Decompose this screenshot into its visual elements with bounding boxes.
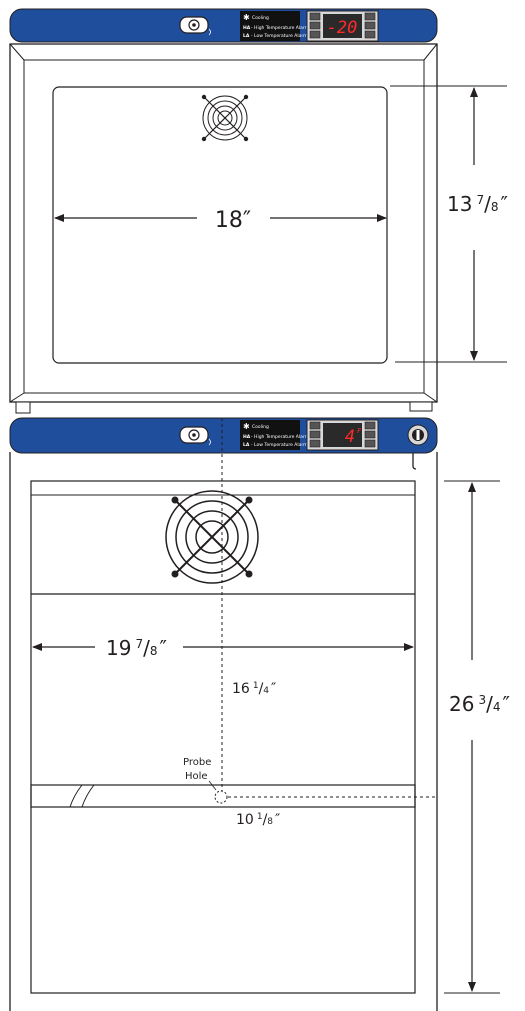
shelf-break-mark xyxy=(69,784,95,808)
top-bevel-right xyxy=(423,43,438,61)
legend-ha: HA xyxy=(243,25,251,31)
fan-grille-icon xyxy=(165,490,259,584)
bottom-thermostat-buttons-left[interactable] xyxy=(309,421,321,448)
power-button-icon[interactable] xyxy=(179,16,211,36)
legend-la-text: - Low Temperature Alarm xyxy=(251,33,308,39)
top-width-dimension: 18″ xyxy=(215,208,251,233)
top-bevel-left xyxy=(9,43,25,61)
probe-hole xyxy=(214,790,228,804)
legend-la: LA xyxy=(243,33,250,39)
door-handle xyxy=(412,453,417,470)
probe-leader xyxy=(208,780,217,791)
bottom-thermostat-screen xyxy=(323,423,362,447)
top-bevel-bl xyxy=(9,392,25,403)
probe-label-line1: Probe xyxy=(183,757,211,768)
bottom-interior xyxy=(30,480,416,994)
top-thermostat-buttons-right[interactable] xyxy=(364,12,376,39)
key-lock-icon[interactable] xyxy=(407,424,429,446)
bottom-legend-box xyxy=(240,420,300,450)
legend-ha-text: - High Temperature Alarm xyxy=(251,434,309,440)
top-legend-box xyxy=(240,11,300,41)
legend-cooling: Cooling xyxy=(252,15,269,21)
bottom-thermostat-buttons-right[interactable] xyxy=(364,421,376,448)
top-thermostat-screen xyxy=(323,14,362,38)
top-display-value: -20 xyxy=(327,18,358,38)
top-cabinet-outline xyxy=(9,43,438,403)
top-unit: ✱ Cooling HA - High Temperature Alarm LA… xyxy=(9,8,508,414)
snowflake-icon: ✱ xyxy=(243,422,250,431)
bottom-display-unit: F xyxy=(357,427,362,435)
snowflake-icon: ✱ xyxy=(243,13,250,22)
top-foot-right xyxy=(409,401,433,412)
top-thermostat-buttons-left[interactable] xyxy=(309,12,321,39)
top-cabinet-inner xyxy=(23,59,425,394)
bottom-unit: ✱ Cooling HA - High Temperature Alarm LA… xyxy=(9,417,510,1011)
top-foot-left xyxy=(15,401,31,414)
legend-ha-text: - High Temperature Alarm xyxy=(251,25,309,31)
legend-ha: HA xyxy=(243,434,251,440)
bottom-display-value: 4 xyxy=(345,427,355,447)
top-bevel-br xyxy=(423,392,438,403)
legend-cooling: Cooling xyxy=(252,424,269,430)
fan-grille-icon xyxy=(201,94,249,142)
legend-la: LA xyxy=(243,442,250,448)
probe-label-line2: Hole xyxy=(185,771,208,782)
bottom-shelf xyxy=(30,784,416,808)
legend-la-text: - Low Temperature Alarm xyxy=(251,442,308,448)
top-door-window xyxy=(52,86,388,364)
power-button-icon[interactable] xyxy=(179,426,211,446)
